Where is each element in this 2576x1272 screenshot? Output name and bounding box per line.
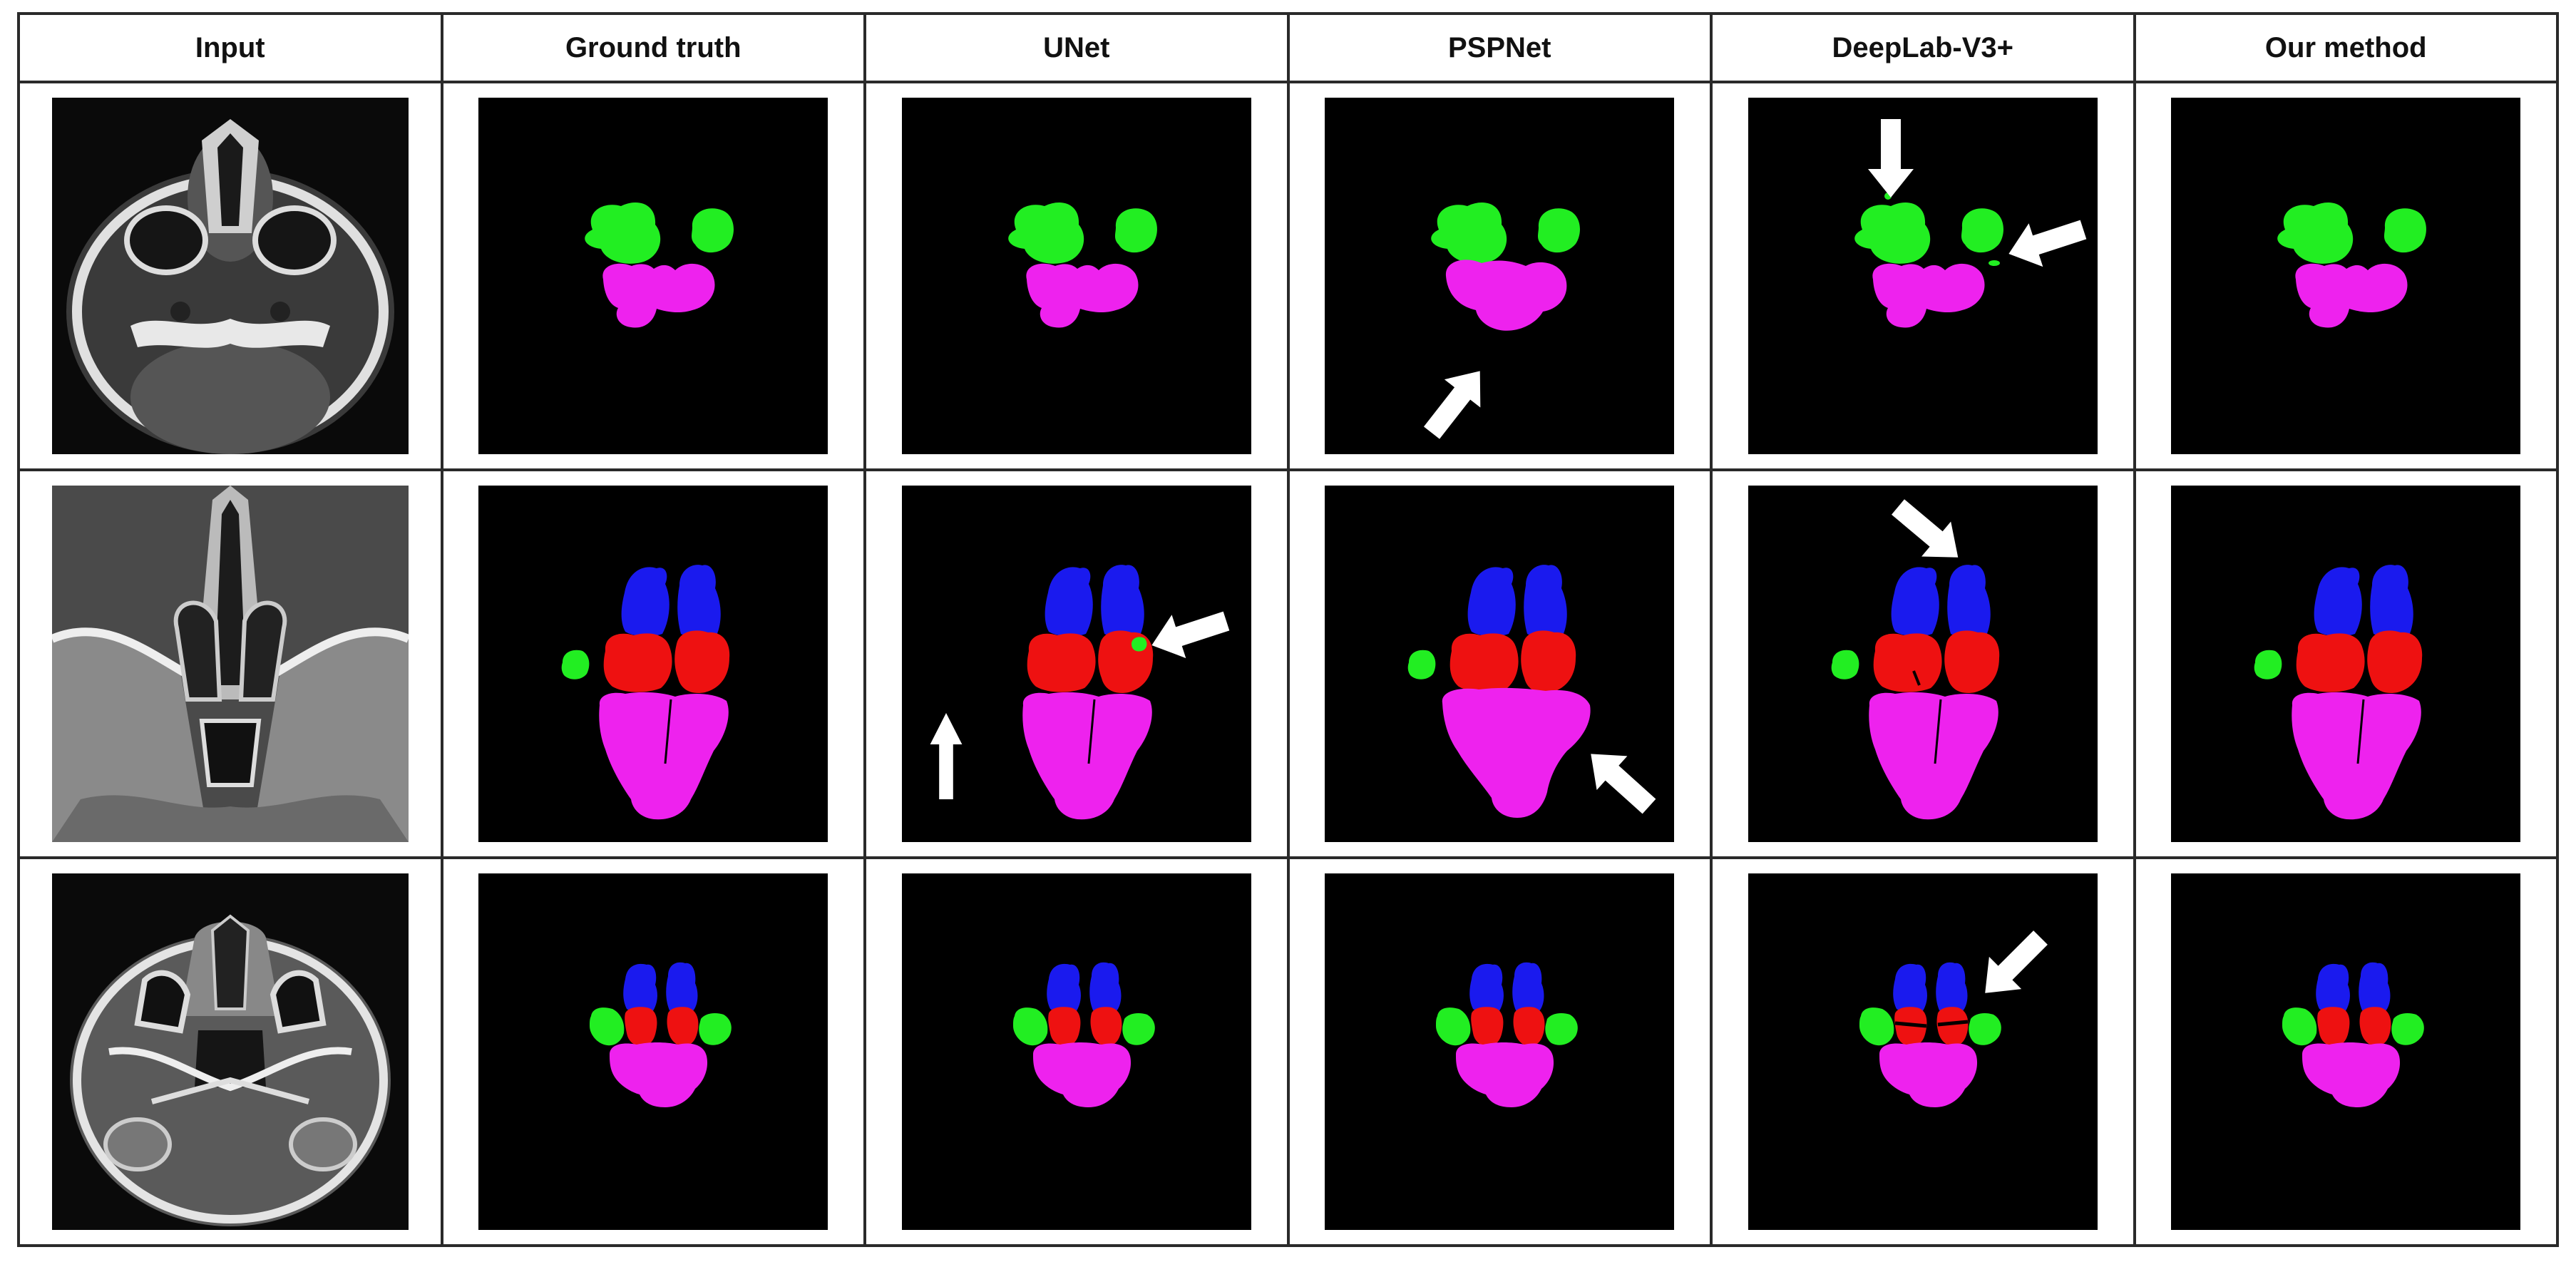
cell-deeplab	[1710, 81, 2136, 471]
segmentation-mask	[478, 873, 828, 1230]
cell-deeplab	[1710, 856, 2136, 1247]
comparison-figure: Input Ground truth UNet PSPNet DeepLab-V…	[17, 12, 2559, 1260]
cell-our-method	[2133, 468, 2559, 859]
cell-pspnet	[1286, 81, 1713, 471]
segmentation-mask	[478, 486, 828, 842]
segmentation-mask	[478, 98, 828, 454]
cell-pspnet	[1286, 468, 1713, 859]
segmentation-mask	[901, 873, 1251, 1230]
segmentation-mask	[901, 98, 1251, 454]
cell-input	[17, 856, 443, 1247]
cell-deeplab	[1710, 468, 2136, 859]
col-header-input: Input	[17, 12, 443, 83]
cell-our-method	[2133, 81, 2559, 471]
result-row-3	[17, 856, 2559, 1247]
comparison-table: Input Ground truth UNet PSPNet DeepLab-V…	[17, 12, 2559, 1247]
cell-unet	[863, 468, 1290, 859]
segmentation-mask	[2171, 486, 2521, 842]
col-header-ground-truth: Ground truth	[440, 12, 866, 83]
col-header-our-method: Our method	[2133, 12, 2559, 83]
cell-unet	[863, 856, 1290, 1247]
col-header-pspnet: PSPNet	[1286, 12, 1713, 83]
segmentation-mask	[1748, 873, 2098, 1230]
cell-unet	[863, 81, 1290, 471]
segmentation-mask	[1748, 98, 2098, 454]
segmentation-mask	[1325, 873, 1675, 1230]
segmentation-mask	[901, 486, 1251, 842]
cell-ground-truth	[440, 856, 866, 1247]
segmentation-mask	[1748, 486, 2098, 842]
cell-input	[17, 81, 443, 471]
cell-ground-truth	[440, 81, 866, 471]
cell-input	[17, 468, 443, 859]
header-row: Input Ground truth UNet PSPNet DeepLab-V…	[17, 12, 2559, 83]
ct-scan-image	[51, 486, 409, 842]
cell-ground-truth	[440, 468, 866, 859]
ct-scan-image	[51, 873, 409, 1230]
ct-scan-image	[51, 98, 409, 454]
segmentation-mask	[1325, 486, 1675, 842]
result-row-1	[17, 81, 2559, 471]
cell-pspnet	[1286, 856, 1713, 1247]
col-header-deeplab: DeepLab-V3+	[1710, 12, 2136, 83]
cell-our-method	[2133, 856, 2559, 1247]
col-header-unet: UNet	[863, 12, 1290, 83]
segmentation-mask	[2171, 98, 2521, 454]
segmentation-mask	[1325, 98, 1675, 454]
result-row-2	[17, 468, 2559, 859]
segmentation-mask	[2171, 873, 2521, 1230]
